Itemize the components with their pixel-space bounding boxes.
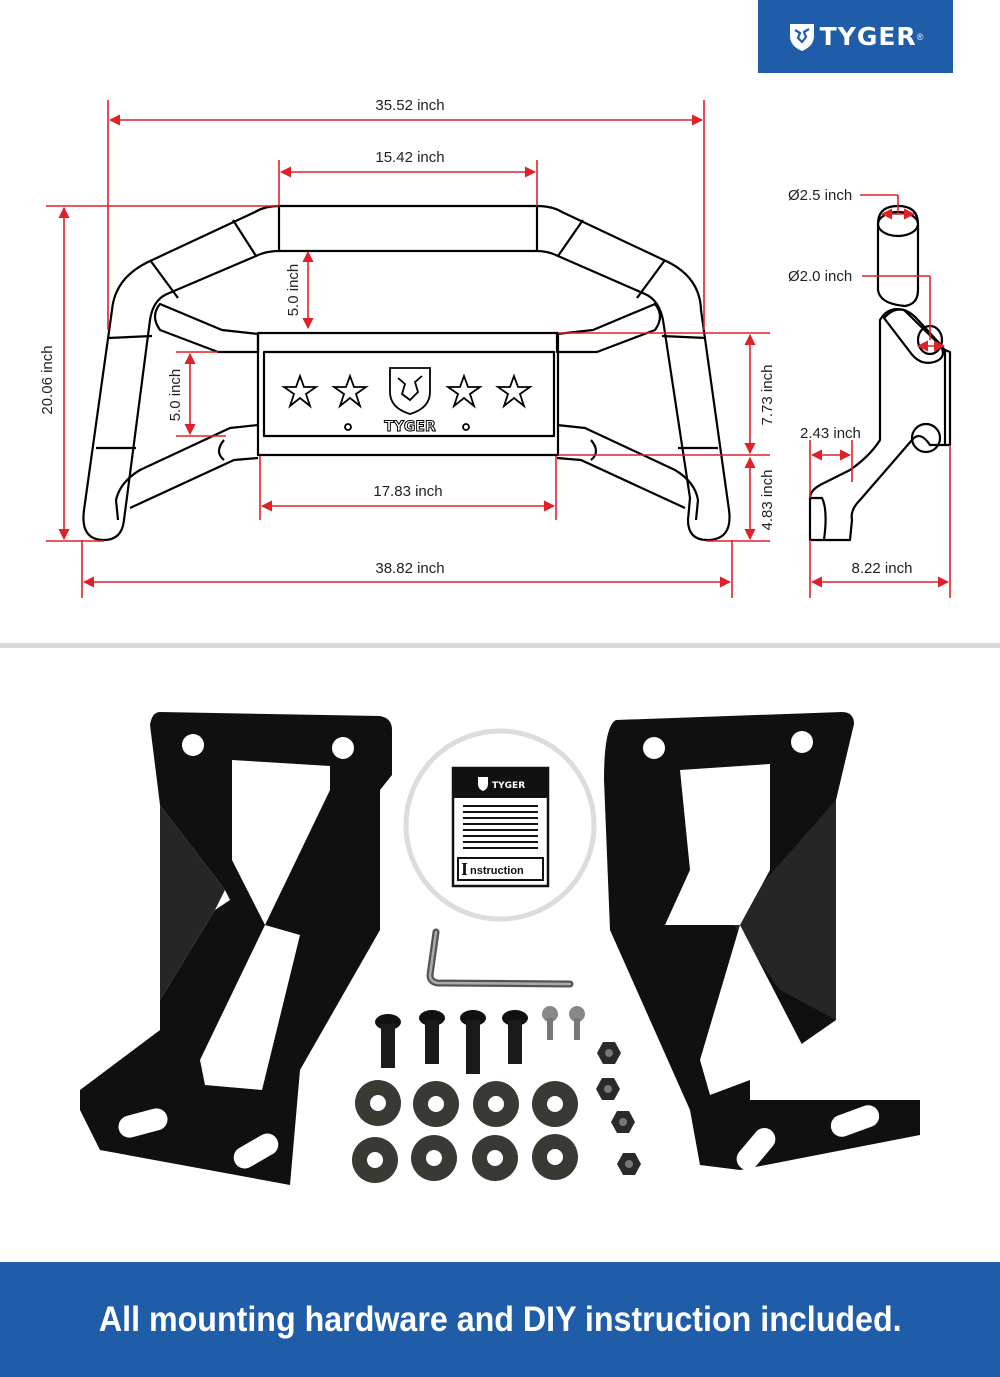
- tiger-shield-icon: [389, 367, 431, 415]
- brand-logo: TYGER ®: [758, 0, 953, 73]
- dim-label-top-gap: 5.0 inch: [285, 264, 302, 317]
- instruction-label: nstruction: [470, 865, 524, 877]
- dim-label-bottom-offset: 4.83 inch: [759, 470, 776, 531]
- nuts: [596, 1042, 641, 1175]
- instruction-manual: TYGER I nstruction: [403, 728, 597, 922]
- dim-label-overall-width: 38.82 inch: [375, 560, 444, 577]
- small-screw: [542, 1006, 558, 1040]
- bull-bar-dimension-diagram: TYGER: [39, 97, 952, 598]
- mounting-hardware-illustration: TYGER I nstruction: [80, 712, 920, 1185]
- left-mounting-bracket: [80, 712, 392, 1185]
- dim-label-side-depth: 8.22 inch: [852, 560, 913, 577]
- bull-bar-front-view: [82, 204, 731, 542]
- dim-label-side-gap: 5.0 inch: [167, 369, 184, 422]
- bolt: [375, 1014, 401, 1068]
- star-icon: [281, 373, 319, 409]
- dim-label-plate-width: 17.83 inch: [373, 483, 442, 500]
- instruction-initial: I: [461, 859, 468, 879]
- bolts: [375, 1006, 585, 1074]
- tiger-shield-icon: [478, 777, 488, 791]
- tiger-shield-icon: [789, 23, 814, 51]
- bull-bar-side-view: [808, 204, 952, 542]
- right-mounting-bracket: [604, 712, 920, 1170]
- registered-mark: ®: [916, 31, 924, 42]
- bolt: [460, 1010, 486, 1074]
- bolt: [419, 1010, 445, 1064]
- small-screw: [569, 1006, 585, 1040]
- dim-label-tube-inner: Ø2.0 inch: [788, 268, 852, 285]
- star-icon: [495, 373, 533, 409]
- dimension-lines: [46, 100, 951, 598]
- dim-label-top-bar-width: 15.42 inch: [375, 149, 444, 166]
- plate-brand-text: TYGER: [384, 419, 436, 435]
- washers: [352, 1080, 578, 1183]
- hex-nut: [596, 1078, 620, 1100]
- hex-nut: [597, 1042, 621, 1064]
- hex-nut: [617, 1153, 641, 1175]
- dim-label-overall-height: 20.06 inch: [39, 345, 56, 414]
- dim-label-plate-height: 7.73 inch: [759, 365, 776, 426]
- star-icon: [445, 373, 483, 409]
- bolt: [502, 1010, 528, 1064]
- allen-key: [426, 928, 574, 988]
- instruction-brand: TYGER: [492, 781, 525, 791]
- dim-label-top-width: 35.52 inch: [375, 97, 444, 114]
- footer-banner: All mounting hardware and DIY instructio…: [0, 1262, 1000, 1377]
- footer-text: All mounting hardware and DIY instructio…: [98, 1299, 902, 1339]
- brand-name: TYGER: [819, 22, 917, 51]
- star-icon: [331, 373, 369, 409]
- plate-decoration: [281, 367, 533, 431]
- hex-nut: [611, 1111, 635, 1133]
- dim-label-tube-outer: Ø2.5 inch: [788, 187, 852, 204]
- section-divider: [0, 643, 1000, 648]
- dim-label-side-offset: 2.43 inch: [800, 425, 861, 442]
